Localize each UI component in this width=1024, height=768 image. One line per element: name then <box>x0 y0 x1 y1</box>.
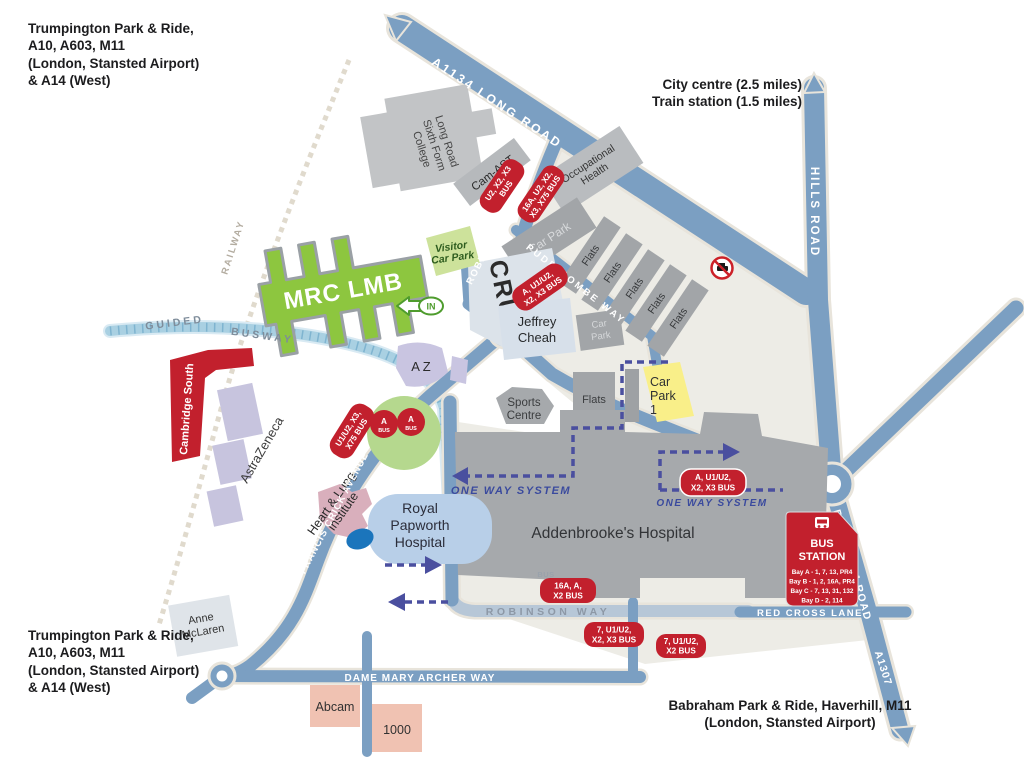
arrow-a1134 <box>383 13 413 43</box>
svg-text:BUS: BUS <box>378 428 390 434</box>
svg-text:Sports: Sports <box>507 397 540 409</box>
no-vehicles-icon <box>710 256 734 280</box>
note-trumpington-top: Trumpington Park & Ride, A10, A603, M11 … <box>28 21 200 88</box>
building-1000 <box>372 704 422 752</box>
svg-text:Centre: Centre <box>507 410 542 422</box>
bus-stop-one-way: A, U1/U2, X2, X3 BUS <box>679 468 747 497</box>
building-car-park-1 <box>643 362 694 422</box>
building-cam-ast <box>453 137 531 207</box>
svg-text:BUS: BUS <box>810 538 833 550</box>
svg-text:Car: Car <box>591 318 608 331</box>
svg-text:STATION: STATION <box>799 551 846 563</box>
svg-text:Visitor: Visitor <box>434 239 469 256</box>
bus-small-label: BUS <box>537 570 554 579</box>
svg-text:Park: Park <box>650 389 676 403</box>
svg-text:7, U1/U2,: 7, U1/U2, <box>597 626 632 635</box>
bus-stop-7b: 7, U1/U2, X2 BUS <box>656 634 706 658</box>
bus-station: BUS STATION Bay A - 1, 7, 13, PR4 Bay B … <box>785 511 859 607</box>
one-way-arrows <box>388 443 740 611</box>
building-az <box>396 342 448 387</box>
bay-a: Bay A - 1, 7, 13, PR4 <box>792 569 853 576</box>
in-label: IN <box>427 302 436 312</box>
bus-stop-robinson: BUS 16A, A, X2 BUS <box>537 570 596 603</box>
label-hills-road: HILLS ROAD <box>808 167 820 257</box>
pond <box>346 528 374 550</box>
svg-text:X2, X3 BUS: X2, X3 BUS <box>691 484 736 493</box>
svg-text:X2 BUS: X2 BUS <box>666 647 696 656</box>
bus-stop-7a: 7, U1/U2, X2, X3 BUS <box>584 622 644 647</box>
building-addenbrookes <box>455 410 828 598</box>
svg-text:Abcam: Abcam <box>316 700 355 714</box>
building-car-park-mid <box>575 309 625 351</box>
building-royal-papworth <box>368 494 492 564</box>
bus-stop-a-circle-1: A BUS <box>370 410 398 438</box>
svg-text:A: A <box>381 417 387 426</box>
label-dame-mary: DAME MARY ARCHER WAY <box>345 673 496 684</box>
building-abcam <box>310 685 360 727</box>
label-robinson-lower: ROBINSON WAY <box>486 606 610 618</box>
bus-icon <box>815 517 829 528</box>
note-trumpington-bottom: Trumpington Park & Ride, A10, A603, M11 … <box>28 628 200 695</box>
building-college <box>360 84 497 192</box>
road-dame-mary <box>216 670 646 683</box>
addenbrookes-label: Addenbrooke's Hospital <box>531 525 694 542</box>
svg-text:X2, X3 BUS: X2, X3 BUS <box>592 636 637 645</box>
az-label: A Z <box>411 359 431 374</box>
label-railway: RAILWAY <box>219 219 247 276</box>
railway-line <box>155 59 352 629</box>
road-arrows <box>383 13 917 748</box>
road-northeast-exit <box>824 300 1024 492</box>
svg-text:16A, A,: 16A, A, <box>554 582 581 591</box>
building-flats-bars: Flats Flats Flats Flats Flats <box>559 216 709 357</box>
note-babraham-park-ride: Babraham Park & Ride, Haverhill, M11 (Lo… <box>668 698 912 731</box>
building-visitor-car-park <box>426 226 480 276</box>
cambridge-south-station <box>170 348 254 462</box>
svg-text:Hospital: Hospital <box>395 534 446 550</box>
svg-text:Flats: Flats <box>582 394 606 406</box>
building-jeffrey-cheah <box>498 298 576 360</box>
svg-text:1000: 1000 <box>383 723 411 737</box>
bus-stop-cam-ast: U2, X2, X3 BUS <box>479 159 525 213</box>
building-occupational-health <box>540 125 644 215</box>
svg-text:Anne: Anne <box>187 611 214 627</box>
svg-text:7, U1/U2,: 7, U1/U2, <box>664 637 699 646</box>
svg-text:Jeffrey: Jeffrey <box>518 314 557 329</box>
svg-text:Royal: Royal <box>402 500 438 516</box>
building-heart-lung <box>318 484 372 538</box>
svg-text:X2 BUS: X2 BUS <box>553 592 583 601</box>
bay-c: Bay C - 7, 13, 31, 132 <box>791 588 854 595</box>
building-anne-mclaren <box>168 594 239 657</box>
arrow-babraham <box>889 724 917 748</box>
svg-text:BUS: BUS <box>405 426 417 432</box>
road-hills <box>804 78 842 492</box>
bus-stop-a-circle-2: A BUS <box>397 408 425 436</box>
svg-text:A: A <box>408 415 414 424</box>
bay-b: Bay B - 1, 2, 16A, PR4 <box>789 579 855 586</box>
in-marker: IN <box>396 296 444 316</box>
svg-text:1: 1 <box>650 403 657 417</box>
label-one-way-2: ONE WAY SYSTEM <box>656 498 767 509</box>
bus-stop-francis-crick: U1/U2, X3, X75 BUS <box>329 403 375 459</box>
building-car-park-1-bar <box>625 369 639 422</box>
bay-d: Bay D - 2, 114 <box>801 598 843 605</box>
building-mrc-lmb <box>257 234 430 358</box>
note-city-centre: City centre (2.5 miles) Train station (1… <box>651 77 802 110</box>
building-astrazeneca <box>206 382 264 527</box>
svg-text:Park: Park <box>590 330 611 344</box>
label-red-cross: RED CROSS LANE <box>757 608 863 619</box>
svg-text:Papworth: Papworth <box>390 517 449 533</box>
buildings: Long Road Sixth Form College Cam-AST Occ… <box>168 84 828 752</box>
svg-text:Cheah: Cheah <box>518 330 556 345</box>
arrow-hills-road <box>802 70 827 95</box>
label-one-way-1: ONE WAY SYSTEM <box>451 485 571 497</box>
svg-text:Car: Car <box>650 375 670 389</box>
building-sports-centre <box>496 387 554 424</box>
svg-text:A, U1/U2,: A, U1/U2, <box>695 473 731 482</box>
building-az-2 <box>450 356 468 384</box>
